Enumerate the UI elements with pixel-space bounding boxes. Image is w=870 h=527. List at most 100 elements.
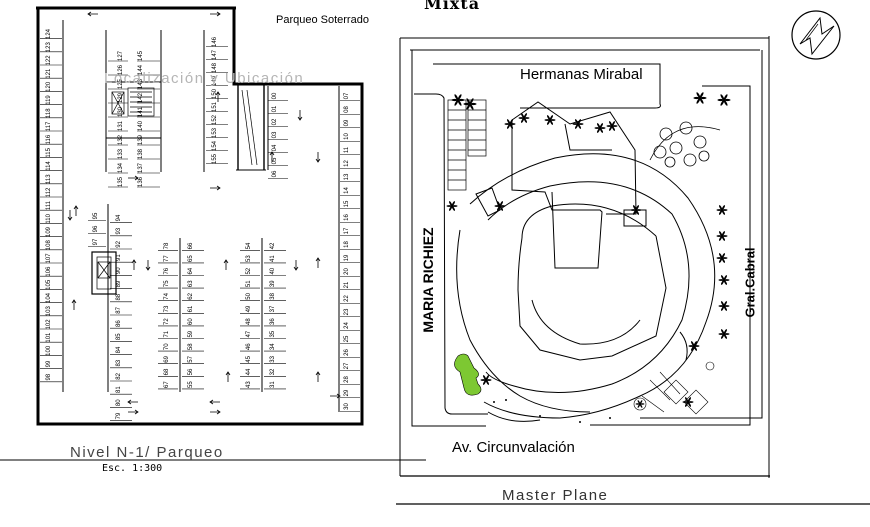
- stall-number: 122: [46, 55, 52, 66]
- stall-number: 129: [118, 92, 124, 103]
- palm-tree-icon: [544, 115, 556, 125]
- stall-number: 104: [46, 292, 52, 303]
- stall-number: 66: [188, 242, 194, 249]
- stall-number: 62: [188, 292, 194, 299]
- arrow-icon: [210, 185, 221, 191]
- stall-number: 126: [118, 64, 124, 75]
- stall-number: 48: [246, 318, 252, 325]
- stall-numbers: 1241231221211201191181171161151141131121…: [46, 28, 350, 419]
- stall-number: 154: [212, 140, 218, 151]
- arrow-icon: [73, 205, 79, 216]
- stall-number: 12: [344, 160, 350, 167]
- stall-number: 17: [344, 227, 350, 234]
- stall-number: 151: [212, 101, 218, 112]
- stall-number: 05: [272, 157, 278, 164]
- stall-number: 10: [344, 133, 350, 140]
- stall-number: 88: [116, 293, 122, 300]
- stall-number: 144: [138, 64, 144, 75]
- stall-number: 100: [46, 345, 52, 356]
- stall-number: 39: [270, 280, 276, 287]
- palm-tree-icon: [463, 98, 477, 110]
- palm-tree-icon: [693, 92, 707, 104]
- arrow-icon: [215, 91, 221, 102]
- stall-number: 70: [164, 343, 170, 350]
- stall-number: 60: [188, 318, 194, 325]
- stall-number: 40: [270, 267, 276, 274]
- arrow-icon: [87, 11, 98, 17]
- stall-number: 46: [246, 343, 252, 350]
- stall-number: 82: [116, 372, 122, 379]
- stall-number: 140: [138, 120, 144, 131]
- stall-number: 26: [344, 349, 350, 356]
- stall-number: 77: [164, 255, 170, 262]
- traffic-arrows: [67, 11, 341, 415]
- palm-tree-icon: [480, 375, 492, 385]
- palm-tree-icon: [716, 253, 728, 263]
- stall-number: 91: [116, 254, 122, 261]
- stall-number: 52: [246, 267, 252, 274]
- stall-number: 155: [212, 153, 218, 164]
- stall-number: 85: [116, 333, 122, 340]
- palm-tree-icon: [630, 205, 642, 215]
- stall-number: 146: [212, 36, 218, 47]
- stall-number: 54: [246, 242, 252, 249]
- stall-number: 73: [164, 305, 170, 312]
- stall-number: 04: [272, 144, 278, 151]
- palm-tree-icon: [451, 94, 465, 106]
- palm-tree-icon: [718, 275, 730, 285]
- stall-number: 96: [93, 225, 99, 232]
- stall-number: 131: [118, 120, 124, 131]
- arrow-icon: [330, 393, 341, 399]
- stall-number: 30: [344, 403, 350, 410]
- stall-number: 15: [344, 200, 350, 207]
- stall-number: 84: [116, 346, 122, 353]
- stall-number: 67: [164, 381, 170, 388]
- palm-tree-icon: [635, 400, 645, 408]
- stall-number: 42: [270, 242, 276, 249]
- stall-number: 76: [164, 267, 170, 274]
- stall-number: 137: [138, 162, 144, 173]
- palm-tree-icon: [594, 123, 606, 133]
- site-frame: [396, 36, 870, 505]
- stall-number: 80: [116, 399, 122, 406]
- localizacion-overlay-title: Localización y Ubicación: [104, 70, 305, 87]
- palm-tree-icon: [688, 341, 700, 351]
- arrow-icon: [297, 110, 303, 121]
- stall-number: 68: [164, 368, 170, 375]
- stall-number: 142: [138, 92, 144, 103]
- stall-number: 90: [116, 267, 122, 274]
- palm-tree-icon: [504, 119, 516, 129]
- stall-number: 153: [212, 127, 218, 138]
- arrow-icon: [131, 259, 137, 270]
- building-footprint: [456, 101, 716, 422]
- stall-number: 57: [188, 355, 194, 362]
- arrow-icon: [145, 260, 151, 271]
- stall-number: 111: [46, 200, 52, 210]
- stall-number: 49: [246, 305, 252, 312]
- stall-number: 00: [272, 92, 278, 99]
- stall-number: 45: [246, 355, 252, 362]
- stall-number: 27: [344, 362, 350, 369]
- stall-number: 127: [118, 50, 124, 61]
- stall-number: 33: [270, 355, 276, 362]
- stall-number: 132: [118, 134, 124, 145]
- stall-number: 78: [164, 242, 170, 249]
- stall-number: 117: [46, 121, 52, 131]
- stall-number: 01: [272, 105, 278, 112]
- stall-number: 29: [344, 389, 350, 396]
- stall-number: 139: [138, 134, 144, 145]
- arrow-icon: [293, 260, 299, 271]
- stall-number: 134: [118, 162, 124, 173]
- stall-number: 87: [116, 306, 122, 313]
- arrow-icon: [315, 257, 321, 268]
- stall-number: 23: [344, 308, 350, 315]
- stall-number: 95: [93, 212, 99, 219]
- palm-tree-icon: [718, 329, 730, 339]
- stall-number: 79: [116, 412, 122, 419]
- arrow-icon: [269, 151, 275, 162]
- stall-number: 09: [344, 119, 350, 126]
- arrow-icon: [128, 175, 139, 181]
- stall-number: 63: [188, 280, 194, 287]
